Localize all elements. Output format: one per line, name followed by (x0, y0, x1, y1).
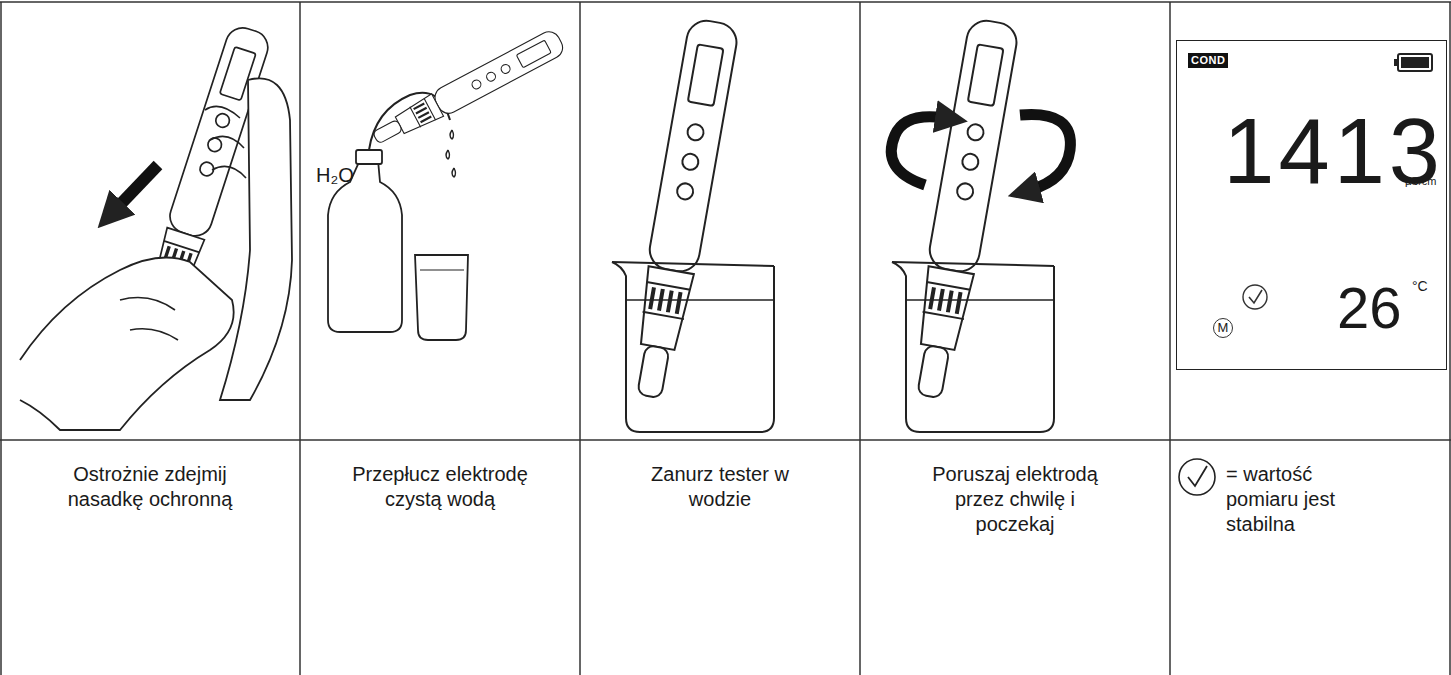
step-caption: Ostrożnie zdejmij nasadkę ochronną (45, 462, 255, 512)
step-caption: Poruszaj elektrodą przez chwilę i poczek… (920, 462, 1110, 537)
rinse-step: Przepłucz elektrodę czystą wodą (300, 442, 580, 672)
dip-figure (612, 18, 774, 432)
step-caption: = wartość pomiaru jest stabilna (1226, 462, 1356, 537)
remove-cap-step: Ostrożnie zdejmij nasadkę ochronną (0, 442, 300, 672)
memory-indicator: M (1213, 318, 1233, 338)
dip-step: Zanurz tester w wodzie (580, 442, 860, 672)
stir-step: Poruszaj elektrodą przez chwilę i poczek… (860, 442, 1170, 672)
rinse-figure (328, 28, 566, 340)
step-caption: Zanurz tester w wodzie (645, 462, 795, 512)
water-label: H₂O (316, 165, 354, 185)
temperature-unit: °C (1412, 279, 1428, 293)
stable-icon (1179, 459, 1215, 495)
unit-label: µS/cm (1405, 176, 1436, 187)
step-caption: Przepłucz elektrodę czystą wodą (335, 462, 545, 512)
stable-legend: = wartość pomiaru jest stabilna (1226, 442, 1448, 672)
remove-cap-figure (20, 23, 292, 430)
temperature-value: 26 (1337, 279, 1402, 337)
mode-label: COND (1188, 53, 1228, 68)
meter-display: COND1413µS/cm26°CM (1176, 40, 1447, 370)
stir-figure (891, 18, 1070, 432)
